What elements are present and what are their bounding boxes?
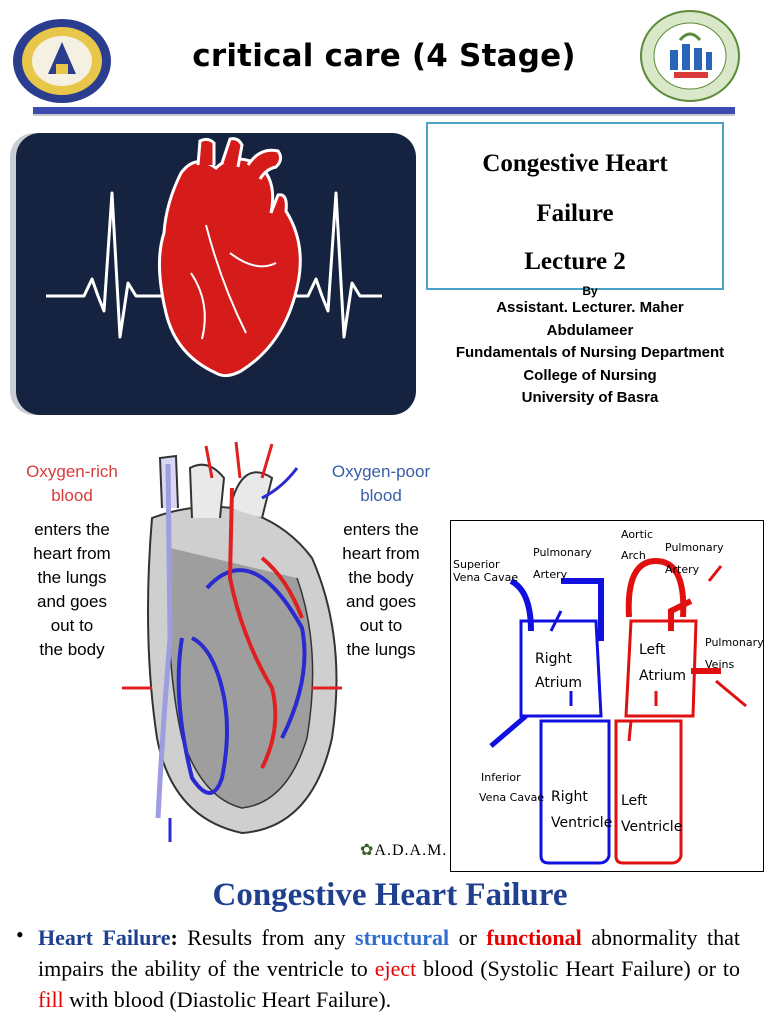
lecture-number: Lecture 2 (524, 248, 626, 275)
oxygen-rich-body: the body (39, 640, 105, 659)
keyword-fill: fill (38, 987, 64, 1012)
oxygen-poor-body: out to (359, 616, 403, 635)
label-left-ventricle: Left (621, 793, 648, 809)
oxygen-rich-caption: Oxygen-rich blood enters the heart from … (18, 460, 126, 662)
label-pulmonary-artery-right: Artery (665, 563, 700, 576)
label-right-atrium: Right (535, 651, 572, 667)
author-name-line-2: Abdulameer (546, 321, 634, 339)
text-segment: blood (Systolic Heart Failure) or to (416, 956, 740, 981)
term-colon: : (170, 925, 178, 950)
oxygen-rich-body: and goes (37, 592, 107, 611)
keyword-eject: eject (374, 956, 417, 981)
oxygen-rich-title-2: blood (51, 486, 93, 505)
oxygen-poor-body: heart from (342, 544, 420, 563)
lecture-title-line-2: Failure (536, 200, 614, 227)
label-left-atrium: Left (639, 642, 666, 658)
author-block: By Assistant. Lecturer. Maher Abdulameer… (430, 285, 750, 410)
header-divider (33, 107, 735, 114)
section-title: Congestive Heart Failure (212, 877, 568, 913)
label-aortic-arch: Arch (621, 549, 646, 562)
label-pulmonary-artery-left: Artery (533, 568, 568, 581)
heart-failure-definition: Heart Failure: Results from any structur… (38, 922, 740, 1015)
term-heart-failure: Heart Failure (38, 925, 171, 950)
oxygen-poor-body: and goes (346, 592, 416, 611)
oxygen-poor-title-1: Oxygen-poor (331, 462, 431, 481)
oxygen-poor-title-2: blood (360, 486, 402, 505)
text-segment: Results from any (177, 925, 356, 950)
oxygen-poor-body: the body (348, 568, 414, 587)
label-superior-vena-cavae: Superior (453, 558, 500, 571)
oxygen-rich-body: enters the (34, 520, 110, 539)
text-segment: or (449, 925, 487, 950)
author-college: College of Nursing (523, 366, 657, 384)
university-of-basra-logo (12, 18, 112, 104)
author-department: Fundamentals of Nursing Department (455, 344, 725, 361)
header-divider-shadow (33, 114, 735, 116)
oxygen-poor-caption: Oxygen-poor blood enters the heart from … (325, 460, 437, 662)
label-left-ventricle: Ventricle (621, 819, 682, 835)
blood-flow-diagram: Superior Vena Cavae Pulmonary Artery Aor… (450, 520, 764, 872)
author-university: University of Basra (521, 389, 659, 406)
label-right-ventricle: Right (551, 789, 588, 805)
label-pulmonary-veins: Pulmonary (705, 636, 763, 649)
label-aortic-arch: Aortic (621, 528, 653, 541)
label-left-atrium: Atrium (639, 668, 686, 684)
author-name-line-1: Assistant. Lecturer. Maher (496, 299, 684, 316)
page-title: critical care (4 Stage) (192, 38, 576, 74)
text-segment: abnormality that impairs the ability of … (38, 925, 741, 981)
lecture-title-box: Congestive Heart Failure Lecture 2 (426, 122, 724, 290)
label-pulmonary-veins: Veins (705, 658, 734, 671)
label-pulmonary-artery-left: Pulmonary (533, 546, 592, 559)
bullet-marker: • (16, 922, 24, 947)
label-right-ventricle: Ventricle (551, 815, 612, 831)
keyword-structural: structural (355, 925, 450, 950)
leaf-icon: ✿ (360, 842, 375, 859)
adam-credit: ✿A.D.A.M. (360, 840, 447, 860)
text-segment: with blood (Diastolic Heart Failure). (63, 987, 392, 1012)
oxygen-rich-title-1: Oxygen-rich (26, 462, 118, 481)
oxygen-rich-body: the lungs (37, 568, 107, 587)
heart-illustration (16, 133, 416, 415)
label-inferior-vena-cavae: Vena Cavae (479, 791, 544, 804)
author-by: By (582, 284, 598, 298)
heart-anatomy-diagram (112, 438, 352, 848)
lecture-title-line-1: Congestive Heart (482, 150, 668, 177)
college-of-nursing-logo (640, 10, 740, 102)
label-superior-vena-cavae: Vena Cavae (453, 571, 518, 584)
oxygen-poor-body: the lungs (346, 640, 416, 659)
label-inferior-vena-cavae: Inferior (481, 771, 521, 784)
oxygen-rich-body: out to (50, 616, 94, 635)
oxygen-poor-body: enters the (343, 520, 419, 539)
adam-credit-text: A.D.A.M. (374, 842, 448, 859)
oxygen-rich-body: heart from (33, 544, 111, 563)
label-pulmonary-artery-right: Pulmonary (665, 541, 724, 554)
label-right-atrium: Atrium (535, 675, 582, 691)
keyword-functional: functional (486, 925, 582, 950)
